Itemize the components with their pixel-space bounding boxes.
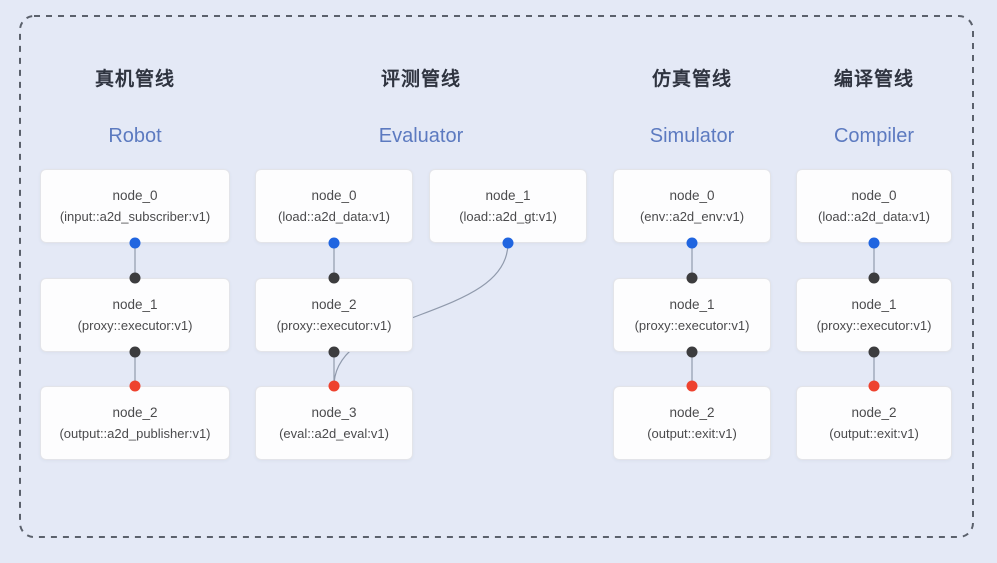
pipeline-title-zh-compiler: 编译管线 <box>833 69 915 90</box>
port-dot-blue <box>868 237 880 249</box>
node-box-robot-0: node_0(input::a2d_subscriber:v1) <box>40 169 230 243</box>
node-label: node_1 <box>112 297 158 312</box>
node-label: node_1 <box>669 297 715 312</box>
node-label: node_2 <box>851 405 897 420</box>
port-dot-red <box>868 380 880 392</box>
port-dot-black <box>328 346 340 358</box>
node-type: (proxy::executor:v1) <box>634 318 750 333</box>
node-box-simulator-1: node_1(proxy::executor:v1) <box>613 278 771 352</box>
port-dot-black <box>686 272 698 284</box>
node-label: node_0 <box>311 188 357 203</box>
port-dot-black <box>328 272 340 284</box>
pipeline-title-en-simulator: Simulator <box>649 125 735 147</box>
node-box-simulator-0: node_0(env::a2d_env:v1) <box>613 169 771 243</box>
port-dot-black <box>129 346 141 358</box>
node-label: node_1 <box>485 188 531 203</box>
node-label: node_0 <box>112 188 158 203</box>
port-dot-black <box>868 346 880 358</box>
node-label: node_1 <box>851 297 897 312</box>
node-label: node_2 <box>669 405 715 420</box>
node-label: node_2 <box>311 297 357 312</box>
port-dot-black <box>686 346 698 358</box>
node-label: node_3 <box>311 405 357 420</box>
pipeline-title-zh-evaluator: 评测管线 <box>380 69 462 90</box>
pipeline-title-en-robot: Robot <box>108 125 162 147</box>
pipeline-title-zh-robot: 真机管线 <box>94 69 176 90</box>
node-label: node_0 <box>851 188 897 203</box>
port-dot-red <box>328 380 340 392</box>
node-type: (load::a2d_data:v1) <box>277 209 391 224</box>
node-type: (input::a2d_subscriber:v1) <box>59 209 211 224</box>
port-dot-red <box>129 380 141 392</box>
node-label: node_0 <box>669 188 715 203</box>
node-box-evaluator-3: node_3(eval::a2d_eval:v1) <box>255 386 413 460</box>
node-type: (output::a2d_publisher:v1) <box>59 426 211 441</box>
node-type: (proxy::executor:v1) <box>816 318 932 333</box>
node-type: (load::a2d_data:v1) <box>817 209 931 224</box>
node-type: (eval::a2d_eval:v1) <box>279 426 389 441</box>
node-box-robot-2: node_2(output::a2d_publisher:v1) <box>40 386 230 460</box>
node-type: (load::a2d_gt:v1) <box>459 209 557 224</box>
node-box-compiler-2: node_2(output::exit:v1) <box>796 386 952 460</box>
pipeline-title-zh-simulator: 仿真管线 <box>651 69 733 90</box>
node-box-evaluator-1: node_1(load::a2d_gt:v1) <box>429 169 587 243</box>
port-dot-blue <box>686 237 698 249</box>
node-box-evaluator-2: node_2(proxy::executor:v1) <box>255 278 413 352</box>
node-label: node_2 <box>112 405 158 420</box>
pipeline-title-en-compiler: Compiler <box>833 125 915 147</box>
port-dot-black <box>868 272 880 284</box>
port-dot-blue <box>129 237 141 249</box>
port-dot-red <box>686 380 698 392</box>
node-box-simulator-2: node_2(output::exit:v1) <box>613 386 771 460</box>
node-type: (proxy::executor:v1) <box>276 318 392 333</box>
node-type: (output::exit:v1) <box>829 426 919 441</box>
node-type: (env::a2d_env:v1) <box>639 209 745 224</box>
port-dot-blue <box>502 237 514 249</box>
node-type: (proxy::executor:v1) <box>77 318 193 333</box>
node-box-robot-1: node_1(proxy::executor:v1) <box>40 278 230 352</box>
node-box-compiler-1: node_1(proxy::executor:v1) <box>796 278 952 352</box>
dashed-border <box>19 15 974 538</box>
node-box-evaluator-0: node_0(load::a2d_data:v1) <box>255 169 413 243</box>
port-dot-black <box>129 272 141 284</box>
port-dot-blue <box>328 237 340 249</box>
pipeline-title-en-evaluator: Evaluator <box>378 125 464 147</box>
curved-edge-line <box>333 242 509 387</box>
node-type: (output::exit:v1) <box>647 426 737 441</box>
node-box-compiler-0: node_0(load::a2d_data:v1) <box>796 169 952 243</box>
